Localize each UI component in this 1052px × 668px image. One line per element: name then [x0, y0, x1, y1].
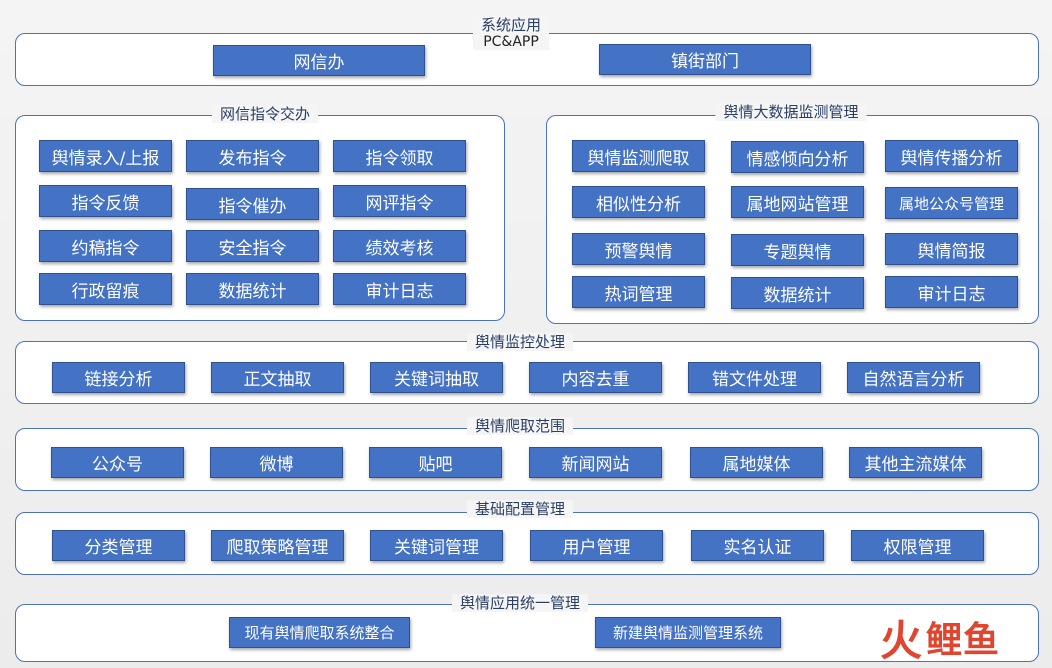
assign-item-feedback[interactable]: 指令反馈: [39, 185, 172, 217]
scope-item-weibo[interactable]: 微博: [210, 447, 343, 478]
scope-item-local-media[interactable]: 属地媒体: [690, 447, 823, 478]
assign-item-report[interactable]: 舆情录入/上报: [39, 140, 172, 172]
assign-item-security[interactable]: 安全指令: [186, 230, 319, 262]
bigdata-title: 舆情大数据监测管理: [715, 103, 867, 121]
monitor-item-error-file[interactable]: 错文件处理: [688, 362, 821, 393]
bigdata-item-alert[interactable]: 预警舆情: [572, 233, 705, 265]
assign-item-publish[interactable]: 发布指令: [186, 140, 319, 172]
assign-title: 网信指令交办: [211, 105, 319, 123]
bigdata-item-sentiment[interactable]: 情感倾向分析: [731, 141, 864, 173]
bigdata-item-stats[interactable]: 数据统计: [731, 277, 864, 309]
bigdata-item-topic[interactable]: 专题舆情: [731, 234, 864, 266]
bigdata-item-crawl[interactable]: 舆情监测爬取: [572, 140, 705, 172]
unified-item-new-system[interactable]: 新建舆情监测管理系统: [595, 617, 781, 648]
assign-item-stats[interactable]: 数据统计: [186, 273, 319, 305]
monitor-title: 舆情监控处理: [466, 333, 574, 351]
config-item-category[interactable]: 分类管理: [52, 530, 185, 561]
monitor-item-dedupe[interactable]: 内容去重: [529, 362, 662, 393]
system-app-subtitle: PC&APP: [483, 34, 539, 50]
wangxinban-button[interactable]: 网信办: [213, 45, 425, 76]
watermark-logo: 火 鲤鱼: [880, 618, 1030, 664]
config-item-user[interactable]: 用户管理: [530, 530, 663, 561]
assign-item-draft[interactable]: 约稿指令: [39, 230, 172, 262]
system-app-title-block: 系统应用 PC&APP: [472, 16, 550, 50]
monitor-item-keyword[interactable]: 关键词抽取: [370, 362, 503, 393]
config-item-keyword[interactable]: 关键词管理: [370, 530, 503, 561]
fire-icon: 火: [880, 616, 923, 665]
assign-item-performance[interactable]: 绩效考核: [333, 230, 466, 262]
assign-item-trace[interactable]: 行政留痕: [39, 273, 172, 305]
system-app-title: 系统应用: [480, 16, 542, 34]
unified-item-integrate[interactable]: 现有舆情爬取系统整合: [229, 617, 410, 648]
unified-title: 舆情应用统一管理: [451, 594, 589, 612]
assign-item-audit[interactable]: 审计日志: [333, 273, 466, 305]
scope-item-tieba[interactable]: 贴吧: [369, 447, 502, 478]
bigdata-item-local-account[interactable]: 属地公众号管理: [885, 187, 1018, 219]
scope-item-official-account[interactable]: 公众号: [51, 447, 184, 478]
assign-item-receive[interactable]: 指令领取: [333, 140, 466, 172]
config-title: 基础配置管理: [466, 500, 574, 518]
assign-item-comment[interactable]: 网评指令: [333, 185, 466, 217]
bigdata-item-brief[interactable]: 舆情简报: [885, 233, 1018, 265]
monitor-item-body[interactable]: 正文抽取: [211, 362, 344, 393]
bigdata-item-hotword[interactable]: 热词管理: [572, 276, 705, 308]
bigdata-item-spread[interactable]: 舆情传播分析: [885, 140, 1018, 172]
scope-item-news-site[interactable]: 新闻网站: [529, 447, 662, 478]
config-item-permission[interactable]: 权限管理: [851, 530, 984, 561]
config-item-crawl-policy[interactable]: 爬取策略管理: [211, 530, 344, 561]
assign-item-urge[interactable]: 指令催办: [186, 188, 319, 220]
scope-title: 舆情爬取范围: [466, 417, 574, 435]
zhenjie-department-button[interactable]: 镇街部门: [599, 44, 811, 75]
scope-item-other-media[interactable]: 其他主流媒体: [849, 447, 982, 478]
bigdata-item-local-site[interactable]: 属地网站管理: [731, 186, 864, 218]
bigdata-item-similarity[interactable]: 相似性分析: [572, 186, 705, 218]
watermark-text: 鲤鱼: [926, 620, 1001, 661]
monitor-item-nlp[interactable]: 自然语言分析: [847, 362, 980, 393]
bigdata-item-audit[interactable]: 审计日志: [885, 276, 1018, 308]
monitor-item-link[interactable]: 链接分析: [52, 362, 185, 393]
config-item-realname[interactable]: 实名认证: [691, 530, 824, 561]
unified-panel: [15, 604, 1039, 662]
